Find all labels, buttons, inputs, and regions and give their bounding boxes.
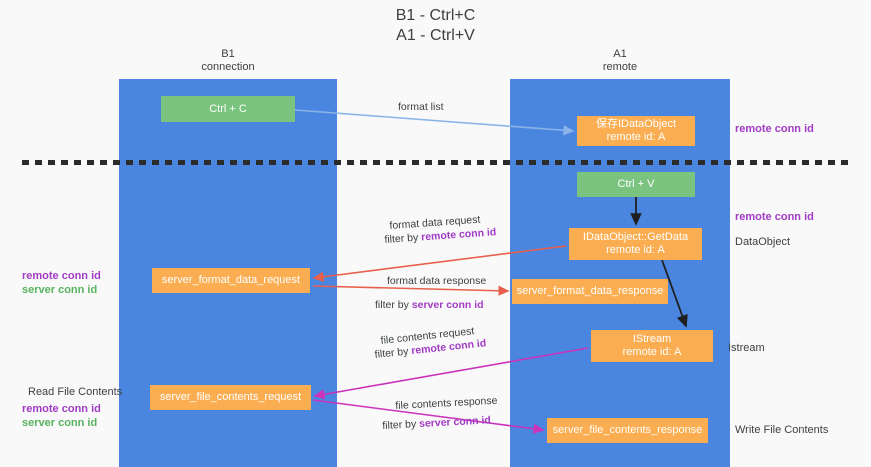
caption-format-data-response-filter-key: server conn id	[411, 299, 484, 311]
left-label-server-conn-id-2: server conn id	[22, 417, 98, 429]
right-label-remote-conn-id-top: remote conn id	[735, 123, 814, 135]
diagram-title: B1 - Ctrl+C A1 - Ctrl+V	[0, 6, 871, 46]
node-idataobject-getdata-line2: remote id: A	[606, 244, 665, 256]
node-ctrl-v[interactable]: Ctrl + V	[577, 172, 695, 197]
caption-format-data-request-filter-prefix: filter by	[384, 231, 422, 246]
node-ctrl-c[interactable]: Ctrl + C	[161, 96, 295, 122]
swimlane-header-a1-line1: A1	[613, 48, 627, 60]
caption-format-list: format list	[398, 101, 444, 113]
node-server-file-contents-response-label: server_file_contents_response	[552, 424, 703, 436]
caption-format-data-request-filter-key: remote conn id	[420, 226, 497, 244]
node-idataobject-getdata[interactable]: IDataObject::GetData remote id: A	[569, 228, 702, 260]
node-server-file-contents-request-label: server_file_contents_request	[159, 391, 302, 403]
right-label-remote-conn-id-mid: remote conn id	[735, 211, 814, 223]
caption-file-contents-response-filter-key: server conn id	[418, 414, 492, 431]
node-server-format-data-response[interactable]: server_format_data_response	[512, 279, 668, 304]
node-save-idataobject-line1: 保存IDataObject	[595, 118, 677, 130]
swimlane-header-b1-line1: B1	[221, 48, 235, 60]
caption-format-data-response-filter: filter by server conn id	[375, 298, 484, 312]
phase-divider-dashed-line	[22, 160, 850, 165]
node-ctrl-c-label: Ctrl + C	[209, 102, 247, 115]
node-istream[interactable]: IStream remote id: A	[591, 330, 713, 362]
node-save-idataobject-line2: remote id: A	[606, 131, 666, 143]
right-label-dataobject: DataObject	[735, 236, 791, 248]
node-server-format-data-request-label: server_format_data_request	[161, 274, 301, 286]
node-idataobject-getdata-line1: IDataObject::GetData	[582, 231, 689, 243]
right-label-istream: Istream	[728, 342, 765, 354]
diagram-title-line2: A1 - Ctrl+V	[396, 27, 475, 44]
right-label-write-file-contents: Write File Contents	[735, 424, 829, 436]
node-istream-line1: IStream	[632, 333, 672, 345]
node-ctrl-v-label: Ctrl + V	[617, 178, 655, 190]
node-save-idataobject[interactable]: 保存IDataObject remote id: A	[577, 116, 695, 146]
swimlane-header-b1-line2: connection	[201, 61, 255, 73]
swimlane-header-a1-line2: remote	[602, 61, 638, 73]
caption-file-contents-response: file contents response	[395, 394, 498, 412]
left-label-remote-conn-id-2: remote conn id	[22, 403, 101, 415]
node-istream-line2: remote id: A	[622, 346, 682, 358]
swimlane-header-b1: B1 connection	[119, 48, 337, 74]
node-server-format-data-response-label: server_format_data_response	[516, 285, 664, 297]
left-label-read-file-contents: Read File Contents	[28, 386, 123, 398]
caption-file-contents-response-filter: filter by server conn id	[382, 413, 491, 433]
caption-format-data-response-filter-prefix: filter by	[375, 299, 412, 311]
left-label-conn-ids-file: remote conn id server conn id	[22, 402, 101, 430]
caption-format-data-response: format data response	[387, 275, 487, 287]
node-server-file-contents-request[interactable]: server_file_contents_request	[150, 385, 311, 410]
node-server-format-data-request[interactable]: server_format_data_request	[152, 268, 310, 293]
left-label-conn-ids-format: remote conn id server conn id	[22, 269, 101, 297]
left-label-server-conn-id-1: server conn id	[22, 284, 98, 296]
diagram-title-line1: B1 - Ctrl+C	[395, 7, 476, 24]
left-label-remote-conn-id-1: remote conn id	[22, 270, 101, 282]
node-server-file-contents-response[interactable]: server_file_contents_response	[547, 418, 708, 443]
swimlane-header-a1: A1 remote	[510, 48, 730, 74]
caption-file-contents-response-filter-prefix: filter by	[382, 418, 420, 432]
caption-file-contents-request-filter-prefix: filter by	[374, 345, 412, 361]
